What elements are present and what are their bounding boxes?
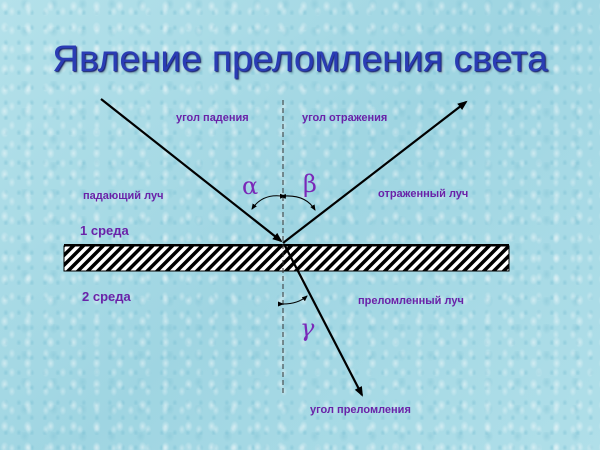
- reflected-ray: [282, 100, 468, 244]
- alpha-symbol: α: [242, 172, 259, 200]
- medium-2-label: 2 среда: [82, 289, 131, 304]
- alpha-angle-arc: [251, 194, 287, 210]
- reflected-ray-label: отраженный луч: [378, 188, 469, 200]
- gamma-angle-arc: [277, 295, 308, 307]
- incident-ray-label: падающий луч: [83, 190, 164, 202]
- gamma-symbol: γ: [300, 314, 315, 342]
- beta-symbol: β: [303, 170, 317, 198]
- medium-1-label: 1 среда: [80, 223, 129, 238]
- refracted-ray: [283, 243, 363, 397]
- diagram-title: Явление преломления света: [52, 38, 548, 79]
- angle-of-reflection-label: угол отражения: [302, 112, 388, 124]
- refracted-ray-label: преломленный луч: [358, 295, 464, 307]
- incident-ray: [100, 98, 283, 243]
- beta-angle-arc: [279, 193, 316, 211]
- angle-of-incidence-label: угол падения: [176, 112, 249, 124]
- angle-of-refraction-label: угол преломления: [310, 404, 411, 416]
